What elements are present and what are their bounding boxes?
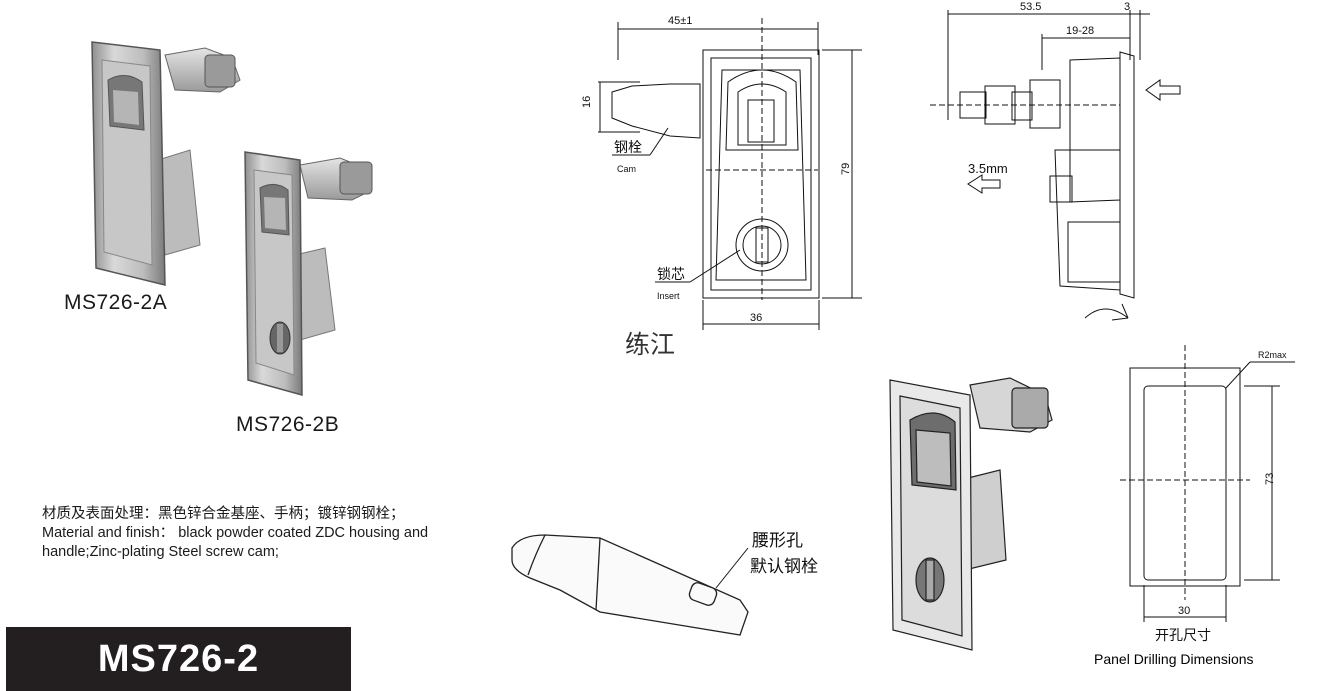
product-title: MS726-2 bbox=[6, 627, 351, 691]
dim-travel-3-5mm: 3.5mm bbox=[968, 161, 1008, 176]
cutout-label-en: Panel Drilling Dimensions bbox=[1094, 651, 1254, 667]
material-description: 材质及表面处理：黑色锌合金基座、手柄；镀锌钢钢栓； Material and f… bbox=[42, 505, 462, 562]
model-label-a: MS726-2A bbox=[64, 291, 168, 314]
insert-label-en: Insert bbox=[657, 291, 680, 301]
cutout-height-73: 73 bbox=[1264, 473, 1276, 485]
cutout-width-30: 30 bbox=[1178, 605, 1190, 617]
model-label-b: MS726-2B bbox=[236, 413, 340, 436]
insert-label-cn: 锁芯 bbox=[657, 266, 685, 282]
dim-depth-53-5: 53.5 bbox=[1020, 1, 1041, 13]
cutout-radius: R2max bbox=[1258, 350, 1287, 360]
dim-width-45: 45±1 bbox=[668, 15, 692, 27]
dim-height-79: 79 bbox=[840, 163, 852, 175]
cam-label-cn: 钢栓 bbox=[614, 139, 642, 155]
cutout-label-cn: 开孔尺寸 bbox=[1155, 627, 1211, 643]
brand-text: 练江 bbox=[625, 330, 676, 359]
cam-label-en: Cam bbox=[617, 164, 636, 174]
material-en: Material and finish： black powder coated… bbox=[42, 525, 429, 560]
dim-cam-16: 16 bbox=[581, 96, 593, 108]
cam-part-label-1: 腰形孔 bbox=[752, 531, 803, 550]
product-photos bbox=[91, 41, 373, 396]
dim-flange-3: 3 bbox=[1124, 1, 1130, 13]
photo-ms726-2a bbox=[91, 41, 241, 286]
photo-ms726-2b bbox=[244, 151, 373, 396]
material-cn: 材质及表面处理：黑色锌合金基座、手柄；镀锌钢钢栓； bbox=[42, 506, 405, 522]
dim-width-36: 36 bbox=[750, 312, 762, 324]
dim-grip-19-28: 19-28 bbox=[1066, 25, 1094, 37]
cam-part-label-2: 默认钢栓 bbox=[750, 557, 818, 576]
